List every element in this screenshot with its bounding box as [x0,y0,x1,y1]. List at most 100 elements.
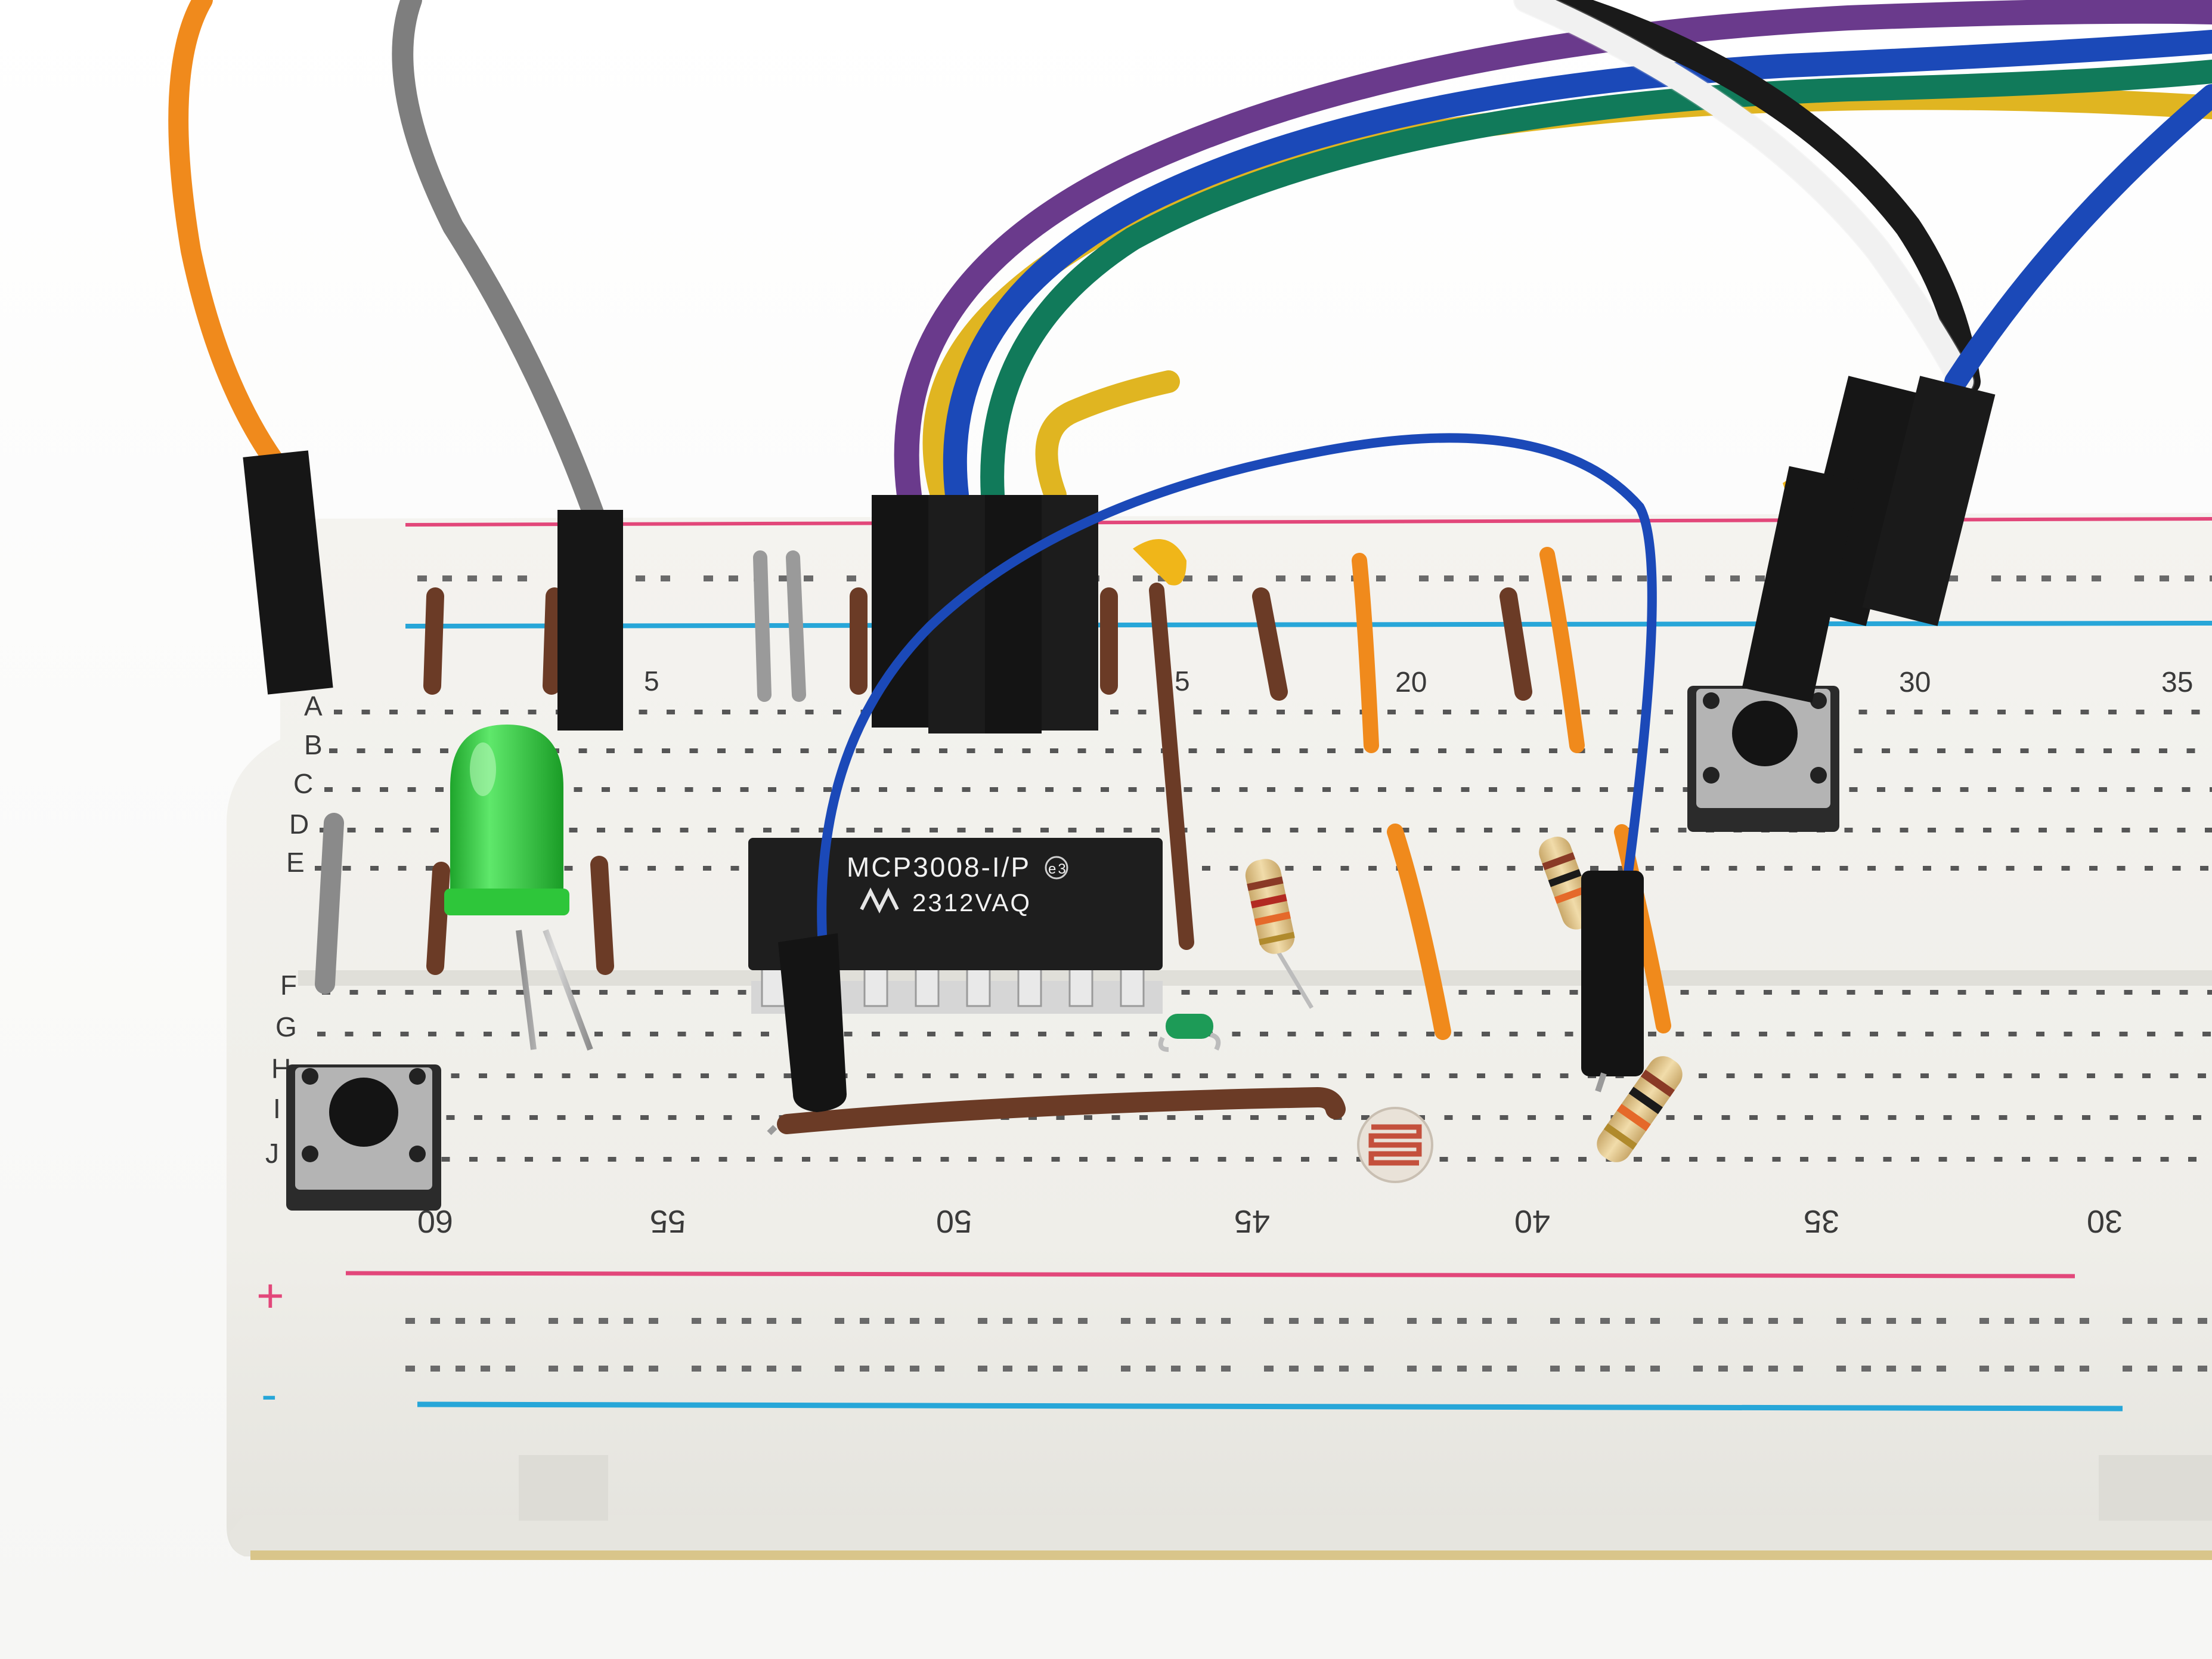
col-label-bottom-55: 55 [650,1203,686,1239]
pushbutton-right[interactable] [1687,686,1839,832]
breadboard-hole [1736,990,1745,995]
breadboard-hole [939,748,947,753]
breadboard-hole [516,990,525,995]
col-label-bottom-40: 40 [1514,1203,1550,1239]
connector-housings [243,376,1996,733]
chip-pin [863,968,888,1007]
rail-hole [2080,1366,2089,1372]
breadboard-hole [940,1157,949,1162]
breadboard-hole [426,866,434,871]
breadboard-hole [2191,710,2200,714]
breadboard-hole [2159,748,2167,753]
pushbutton-dot [1810,767,1827,784]
breadboard-hole [1222,1115,1231,1120]
photoresistor-trace [1368,1124,1422,1166]
rail-hole [1768,1318,1778,1324]
orange-link [1539,547,1585,753]
breadboard-hole [1523,1157,1531,1162]
gray-link [753,550,772,702]
breadboard-hole [1332,710,1340,714]
rail-hole [2123,1366,2132,1372]
breadboard-hole [1403,990,1412,995]
rail-hole [1133,575,1142,581]
chip-pin [966,968,991,1007]
breadboard-hole [2177,828,2186,832]
rail-hole [518,575,527,581]
breadboard-hole [1345,828,1354,832]
rail-hole [2198,1366,2207,1372]
breadboard-hole [723,1115,732,1120]
breadboard-hole [574,787,583,792]
breadboard-hole [962,787,971,792]
breadboard-hole [1073,787,1082,792]
breadboard-hole [1050,748,1058,753]
blue-arc-housing-right [1581,871,1644,1076]
breadboard-hole [1398,1032,1407,1036]
rail-hole [792,1366,801,1372]
rail-hole [1208,575,1217,581]
breadboard-hole [640,1115,649,1120]
breadboard-hole [1994,1157,2003,1162]
rail-hole [1289,1366,1299,1372]
breadboard-hole [1368,866,1377,871]
breadboard-hole [1096,828,1104,832]
breadboard-hole [2013,990,2022,995]
breadboard-hole [1273,1157,1282,1162]
breadboard-hole [740,787,749,792]
breadboard-hole [885,1157,894,1162]
brown-long-link [1149,583,1194,950]
breadboard-hole [511,1032,520,1036]
breadboard-hole [694,710,703,714]
breadboard-hole [652,828,661,832]
chip-pin [1120,968,1145,1007]
breadboard-hole [2108,710,2117,714]
brown-links-top [423,583,1532,975]
breadboard-hole [1144,1073,1153,1078]
breadboard-hole [1550,1157,1559,1162]
breadboard-hole [777,710,786,714]
breadboard-hole [2082,1115,2090,1120]
breadboard-hole [624,828,633,832]
breadboard-hole [2006,866,2015,871]
wire-leg [767,1125,777,1135]
breadboard-hole [1366,1073,1374,1078]
breadboard-hole [1655,787,1663,792]
breadboard-hole [2121,828,2130,832]
breadboard-hole [899,1032,908,1036]
breadboard-hole [2048,748,2056,753]
breadboard-hole [1429,828,1437,832]
rail-hole [1432,1318,1442,1324]
breadboard-hole [1777,1115,1786,1120]
breadboard-hole [2109,1115,2118,1120]
breadboard-hole [2170,1073,2179,1078]
breadboard-hole [650,1032,658,1036]
breadboard-hole [1318,828,1326,832]
breadboard-hole [1415,710,1424,714]
breadboard-hole [380,787,388,792]
pushbutton-left[interactable] [286,1064,441,1211]
breadboard-hole [1383,748,1391,753]
breadboard-hole [1184,787,1192,792]
col-label-bottom-45: 45 [1234,1203,1270,1239]
rail-hole [885,1318,894,1324]
breadboard-hole [2186,748,2195,753]
rail-hole [1912,1366,1921,1372]
breadboard-hole [966,748,975,753]
breadboard-hole [957,828,966,832]
breadboard-hole [317,1032,326,1036]
rail-hole [1991,575,2001,581]
breadboard-hole [2210,787,2212,792]
breadboard-hole [894,1073,903,1078]
pushbutton-cap[interactable] [329,1078,398,1147]
breadboard-hole [398,866,407,871]
breadboard-hole [1494,748,1502,753]
breadboard-hole [668,1115,677,1120]
breadboard-hole [1393,1073,1402,1078]
breadboard-hole [1937,748,1945,753]
ribbon-jumpers [894,0,2212,507]
breadboard-hole [774,1157,783,1162]
rail-hole [1289,1318,1299,1324]
pushbutton-cap[interactable] [1732,701,1798,766]
breadboard-hole [1181,990,1190,995]
rail-hole [910,1366,919,1372]
